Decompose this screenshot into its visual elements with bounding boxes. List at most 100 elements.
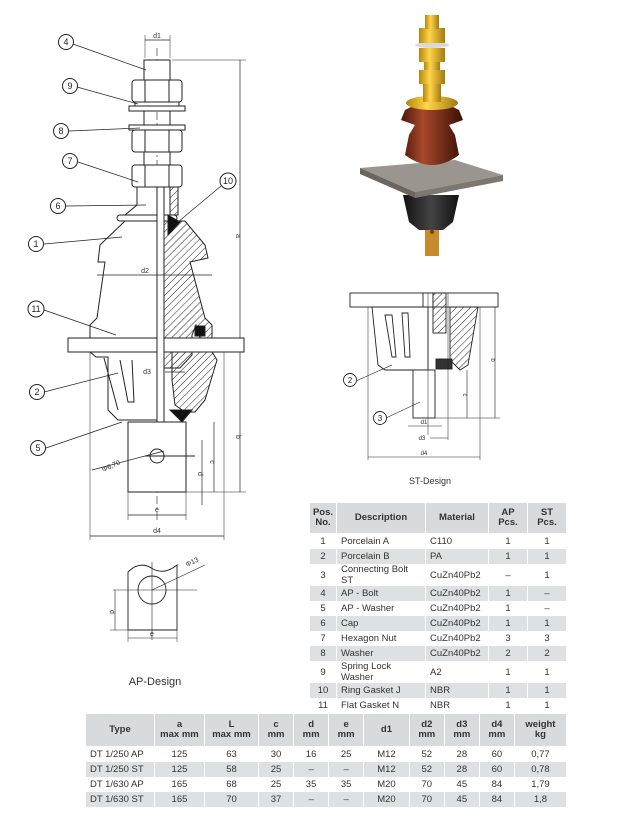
cell-material: CuZn40Pb2 (425, 564, 489, 586)
col-pos: Pos.No. (309, 502, 337, 534)
ap-detail-drawing: Φ13 d e (108, 557, 206, 642)
cell-pos: 1 (309, 533, 337, 549)
cell-ap: 1 (488, 533, 528, 549)
cell-ap: 1 (488, 616, 528, 631)
cell-d4: 60 (478, 746, 515, 762)
cell-description: Porcelain B (336, 549, 426, 564)
callout-8 (53, 123, 69, 139)
cell-description: Spring Lock Washer (336, 661, 426, 683)
spec-col-header: Type (84, 713, 156, 747)
cell-st: 1 (527, 564, 567, 586)
cell-e: 25 (328, 746, 365, 762)
cell-st: – (527, 601, 567, 616)
cell-material: CuZn40Pb2 (425, 646, 489, 661)
cell-description: Connecting Bolt ST (336, 564, 426, 586)
cell-type: DT 1/250 ST (84, 762, 156, 777)
cell-material: NBR (425, 683, 489, 698)
cell-l: 68 (203, 777, 260, 792)
cell-ap: 1 (488, 549, 528, 564)
cell-pos: 5 (309, 601, 337, 616)
dim-c: c (461, 394, 467, 397)
cell-d: – (293, 792, 330, 807)
cell-material: PA (425, 549, 489, 564)
cell-d4: 84 (478, 777, 515, 792)
callout-label: 8 (58, 126, 63, 136)
callout-label: 11 (31, 304, 40, 314)
cell-description: Porcelain A (336, 533, 426, 549)
cell-d3: 45 (443, 792, 480, 807)
cell-c: 30 (258, 746, 295, 762)
cell-material: A2 (425, 661, 489, 683)
cell-d3: 28 (443, 762, 480, 777)
cell-d2: 70 (408, 792, 445, 807)
callout-label: 4 (63, 37, 68, 47)
callout-2 (343, 373, 357, 387)
cell-pos: 11 (309, 698, 337, 713)
cell-pos: 3 (309, 564, 337, 586)
dim-d4: d4 (421, 451, 428, 457)
dim-d3: d3 (419, 436, 426, 442)
cell-weight: 0,77 (513, 746, 568, 762)
cell-weight: 0,78 (513, 762, 568, 777)
cell-type: DT 1/630 ST (84, 792, 156, 807)
cell-material: CuZn40Pb2 (425, 616, 489, 631)
cell-ap: 1 (488, 698, 528, 713)
cell-l: 63 (203, 746, 260, 762)
callout-5 (30, 440, 46, 456)
callout-label: 7 (67, 156, 72, 166)
cell-ap: 1 (488, 683, 528, 698)
cell-description: AP - Bolt (336, 586, 426, 601)
dim-d1: d1 (421, 420, 428, 426)
callout-label: 9 (67, 81, 72, 91)
cell-material: NBR (425, 698, 489, 713)
callout-label: 6 (55, 201, 60, 211)
cell-ap: – (488, 564, 528, 586)
cell-d3: 45 (443, 777, 480, 792)
cell-ap: 1 (488, 586, 528, 601)
dim-d: d (196, 472, 203, 476)
bushing-photo (360, 15, 503, 256)
dim-b: b (489, 358, 495, 362)
cell-d2: 70 (408, 777, 445, 792)
cell-weight: 1,79 (513, 777, 568, 792)
cell-pos: 4 (309, 586, 337, 601)
cell-description: Washer (336, 646, 426, 661)
cell-c: 25 (258, 762, 295, 777)
callout-10 (219, 172, 237, 190)
cell-description: Ring Gasket J (336, 683, 426, 698)
cell-pos: 8 (309, 646, 337, 661)
cell-d2: 52 (408, 762, 445, 777)
cell-st: 2 (527, 646, 567, 661)
callout-label: 5 (35, 443, 40, 453)
col-material: Material (425, 502, 489, 534)
cell-material: CuZn40Pb2 (425, 601, 489, 616)
cell-st: 1 (527, 683, 567, 698)
cell-c: 25 (258, 777, 295, 792)
cell-material: C110 (425, 533, 489, 549)
dim-d1: d1 (153, 33, 161, 40)
cell-a: 165 (154, 777, 205, 792)
cell-st: 1 (527, 549, 567, 564)
cell-d4: 84 (478, 792, 515, 807)
ap-design-drawing: 4 9 8 7 10 6 1 11 2 5 d1 d2 d3 d4 e a b … (27, 33, 246, 540)
callout-6 (50, 198, 66, 214)
cell-d1: M20 (363, 777, 410, 792)
col-description: Description (336, 502, 426, 534)
cell-st: 1 (527, 698, 567, 713)
